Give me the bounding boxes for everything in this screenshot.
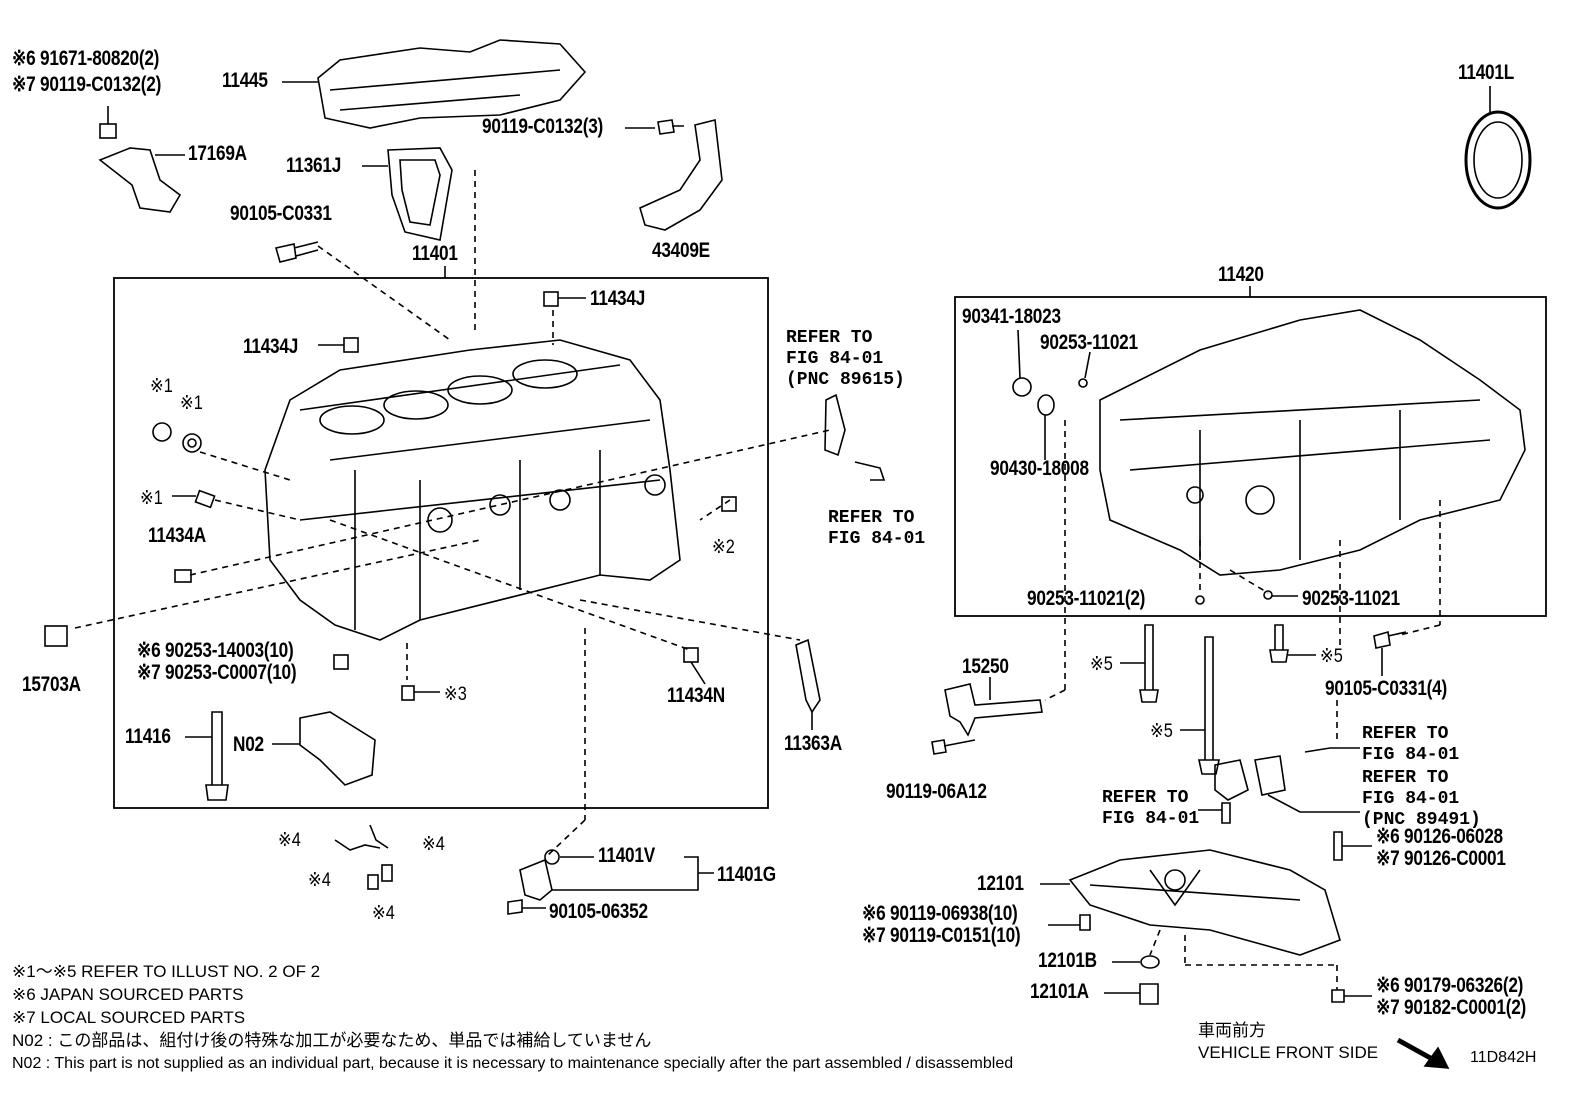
- refer-to-fig-pnc-89615[interactable]: REFER TO FIG 84-01 (PNC 89615): [786, 328, 905, 391]
- refer-line: (PNC 89491): [1362, 810, 1481, 830]
- footnote: ※7 LOCAL SOURCED PARTS: [12, 1008, 246, 1027]
- part-label[interactable]: 11401: [412, 242, 458, 265]
- note-marker: ※4: [308, 870, 331, 891]
- part-n02: [299, 711, 376, 786]
- part-label[interactable]: ※6 90253-14003(10): [137, 639, 294, 662]
- part-label[interactable]: 11416: [125, 725, 171, 748]
- tube-11363a: [795, 638, 821, 714]
- direction-label-jp: 車両前方: [1198, 1021, 1266, 1040]
- refer-line: FIG 84-01: [1102, 809, 1200, 829]
- part-label[interactable]: ※7 90119-C0132(2): [12, 73, 162, 96]
- note-marker: ※4: [372, 903, 395, 924]
- part-label[interactable]: 11434J: [243, 335, 299, 358]
- note-marker: ※5: [1150, 721, 1173, 742]
- refer-to-fig[interactable]: REFER TO FIG 84-01: [828, 508, 925, 550]
- part-label[interactable]: ※7 90182-C0001(2): [1376, 996, 1527, 1019]
- refer-line: REFER TO: [1362, 768, 1449, 788]
- note-marker: ※5: [1320, 646, 1343, 667]
- note-marker: ※3: [444, 684, 467, 705]
- refer-line: FIG 84-01: [828, 529, 926, 549]
- part-label[interactable]: ※6 90179-06326(2): [1376, 974, 1524, 997]
- refer-line: FIG 84-01: [786, 349, 884, 369]
- part-label[interactable]: 12101B: [1038, 949, 1097, 972]
- refer-line: REFER TO: [1102, 788, 1189, 808]
- refer-line: REFER TO: [786, 328, 873, 348]
- note-marker: ※2: [712, 537, 735, 558]
- figure-id: 11D842H: [1470, 1049, 1537, 1066]
- part-label[interactable]: 15250: [962, 655, 1009, 678]
- timing-cover-11445: [317, 39, 587, 129]
- oil-control-valve-15250: [944, 683, 1043, 737]
- part-label[interactable]: 90119-C0132(3): [482, 115, 604, 138]
- part-label[interactable]: ※7 90253-C0007(10): [137, 661, 297, 684]
- part-label[interactable]: ※7 90119-C0151(10): [862, 924, 1021, 947]
- part-label[interactable]: 11401L: [1458, 61, 1514, 84]
- footnote: N02 : This part is not supplied as an in…: [12, 1055, 1014, 1072]
- refer-line: (PNC 89615): [786, 370, 905, 390]
- part-label[interactable]: ※6 91671-80820(2): [12, 47, 160, 70]
- refer-to-fig[interactable]: REFER TO FIG 84-01: [1102, 788, 1199, 830]
- note-marker: ※4: [422, 834, 445, 855]
- part-label[interactable]: 90105-C0331: [230, 202, 332, 225]
- refer-line: FIG 84-01: [1362, 745, 1460, 765]
- refer-line: REFER TO: [1362, 724, 1449, 744]
- note-marker: ※1: [150, 376, 173, 397]
- bracket-17169a: [98, 147, 182, 213]
- oil-pan-upper-11420: [1099, 309, 1526, 576]
- refer-line: FIG 84-01: [1362, 789, 1460, 809]
- part-label[interactable]: 15703A: [22, 673, 81, 696]
- part-label[interactable]: 11434J: [590, 287, 646, 310]
- part-label[interactable]: 11361J: [286, 154, 342, 177]
- direction-label-en: VEHICLE FRONT SIDE: [1198, 1043, 1379, 1062]
- part-label[interactable]: 90341-18023: [962, 305, 1061, 328]
- oil-pan-lower-12101: [1068, 849, 1341, 956]
- part-label[interactable]: ※6 90119-06938(10): [862, 902, 1018, 925]
- part-label[interactable]: 12101: [977, 872, 1024, 895]
- footnote: N02 : この部品は、組付け後の特殊な加工が必要なため、単品では補給していませ…: [12, 1031, 652, 1050]
- cylinder-block-group-box: [113, 277, 769, 809]
- part-label[interactable]: 11401V: [598, 844, 655, 867]
- footnote: ※1〜※5 REFER TO ILLUST NO. 2 OF 2: [12, 962, 321, 981]
- part-label[interactable]: ※7 90126-C0001: [1376, 847, 1506, 870]
- part-label[interactable]: 90105-C0331(4): [1325, 677, 1447, 700]
- refer-to-fig[interactable]: REFER TO FIG 84-01: [1362, 724, 1459, 766]
- part-label[interactable]: 90105-06352: [549, 900, 648, 923]
- part-label[interactable]: 11420: [1218, 263, 1264, 286]
- part-label[interactable]: 11434N: [667, 684, 725, 707]
- note-marker: ※5: [1090, 654, 1113, 675]
- refer-line: REFER TO: [828, 508, 915, 528]
- note-marker: ※1: [180, 393, 203, 414]
- part-label[interactable]: ※6 90126-06028: [1376, 825, 1503, 848]
- note-marker: ※4: [278, 830, 301, 851]
- part-label[interactable]: N02: [233, 733, 264, 756]
- note-marker: ※1: [140, 488, 163, 509]
- bolt-11416: [205, 711, 229, 801]
- part-label[interactable]: 11434A: [148, 524, 206, 547]
- part-label[interactable]: 90253-11021: [1302, 587, 1400, 610]
- oil-seal-11401l: [1464, 110, 1532, 210]
- part-label[interactable]: 17169A: [188, 142, 247, 165]
- cylinder-block-11401: [264, 339, 681, 641]
- bracket-43409e: [639, 119, 723, 231]
- part-label[interactable]: 90119-06A12: [886, 780, 987, 803]
- part-label[interactable]: 11401G: [717, 863, 776, 886]
- part-label[interactable]: 43409E: [652, 239, 710, 262]
- part-label[interactable]: 12101A: [1030, 980, 1089, 1003]
- part-label[interactable]: 90253-11021: [1040, 331, 1138, 354]
- part-label[interactable]: 11445: [222, 69, 268, 92]
- footnote: ※6 JAPAN SOURCED PARTS: [12, 985, 244, 1004]
- front-direction-arrow: [1396, 1037, 1436, 1063]
- gasket-11361j: [387, 147, 453, 241]
- part-label[interactable]: 90253-11021(2): [1027, 587, 1146, 610]
- part-label[interactable]: 11363A: [784, 732, 842, 755]
- refer-to-fig-pnc-89491[interactable]: REFER TO FIG 84-01 (PNC 89491): [1362, 768, 1481, 831]
- part-label[interactable]: 90430-18008: [990, 457, 1089, 480]
- sensor-11401g: [519, 858, 553, 901]
